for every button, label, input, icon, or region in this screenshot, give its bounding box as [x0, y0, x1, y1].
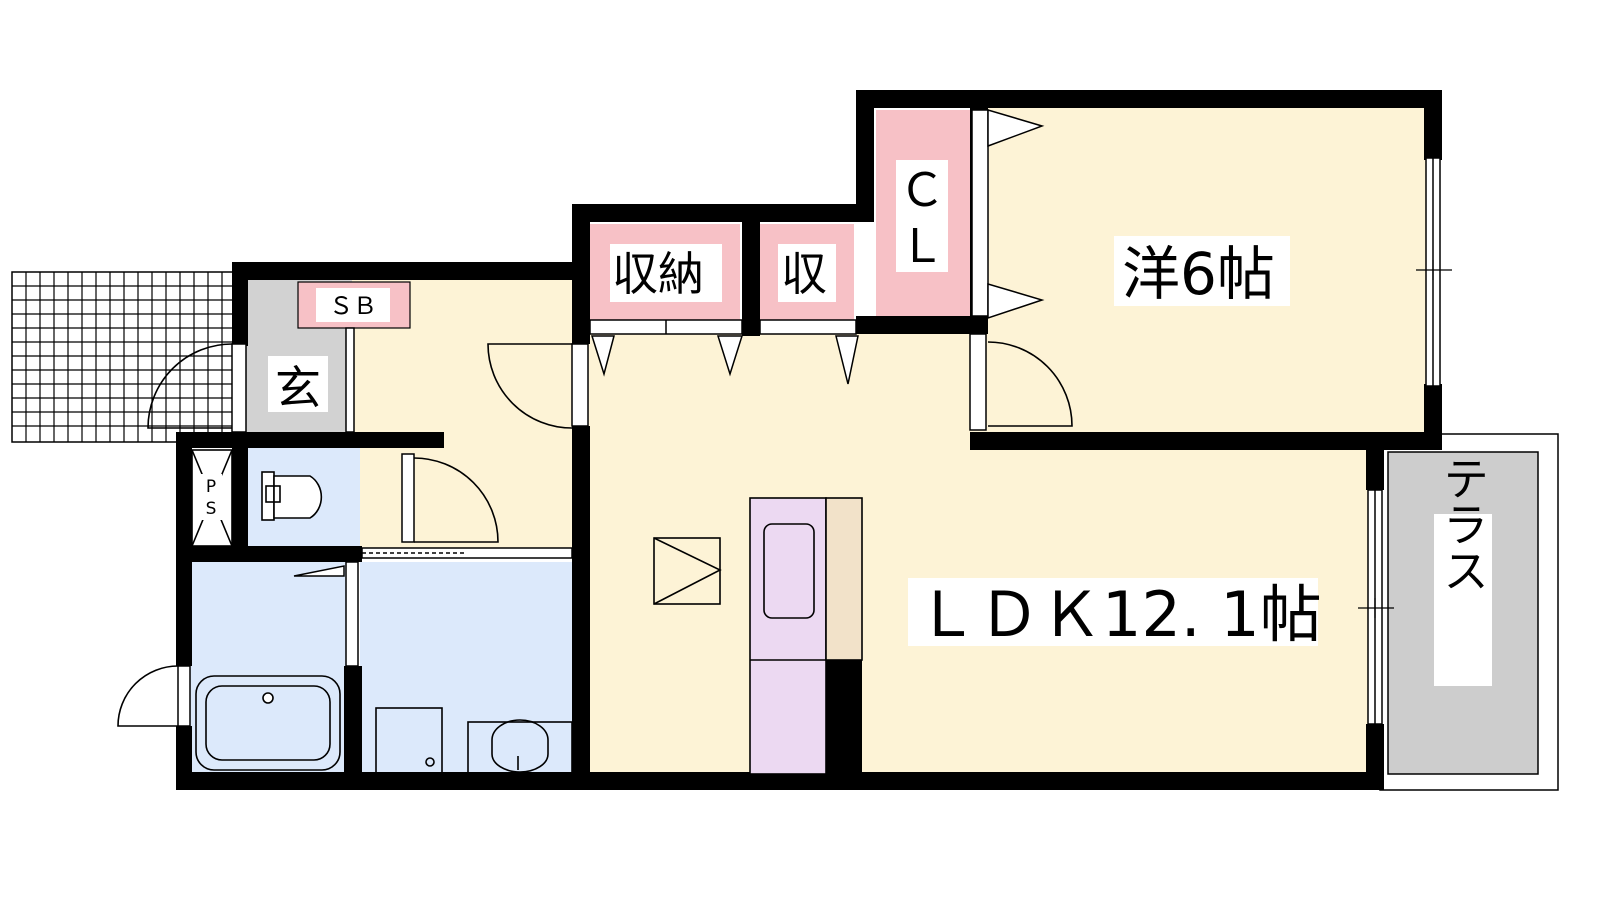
storage-label: 収納: [612, 247, 704, 301]
closet-label-l: Ｌ: [899, 219, 945, 273]
fixtures: [191, 449, 863, 775]
western-room-label: 洋6帖: [1122, 240, 1275, 308]
fridge-space: [653, 537, 722, 605]
bathtub: [195, 675, 341, 771]
ldk-label: ＬＤＫ12. 1帖: [916, 578, 1322, 651]
porch-grid: [11, 271, 237, 443]
walls: [176, 90, 1442, 790]
washing-machine: [375, 707, 443, 775]
storage-small-label: 収: [781, 247, 827, 301]
window-marks: [1358, 260, 1452, 618]
shoe-box-label: ＳＢ: [329, 292, 377, 320]
kitchen: [749, 497, 863, 775]
bath-door: [117, 665, 179, 727]
bedroom-door: [987, 341, 1073, 427]
pipe-space-label-p: P: [206, 477, 216, 497]
entrance-door: [147, 343, 233, 429]
closet-label-c: Ｃ: [899, 163, 945, 217]
terrace: [1379, 433, 1559, 791]
hall-door: [487, 343, 573, 429]
washroom-floor: [360, 562, 574, 776]
door-swings: [117, 341, 1073, 727]
terrace-label: テラス: [1436, 455, 1490, 593]
floors: [190, 106, 1426, 776]
toilet-door: [413, 457, 499, 543]
entrance-label: 玄: [275, 361, 321, 415]
closet-doors: [293, 108, 1045, 577]
toilet-fixture: [261, 471, 323, 521]
pipe-space-label-s: S: [206, 499, 217, 519]
washbasin: [467, 719, 573, 775]
labels: 洋6帖 ＬＤＫ12. 1帖 テラス 収納 収 Ｃ Ｌ ＳＢ 玄 P S: [200, 160, 1492, 686]
partitions: [177, 109, 1441, 727]
